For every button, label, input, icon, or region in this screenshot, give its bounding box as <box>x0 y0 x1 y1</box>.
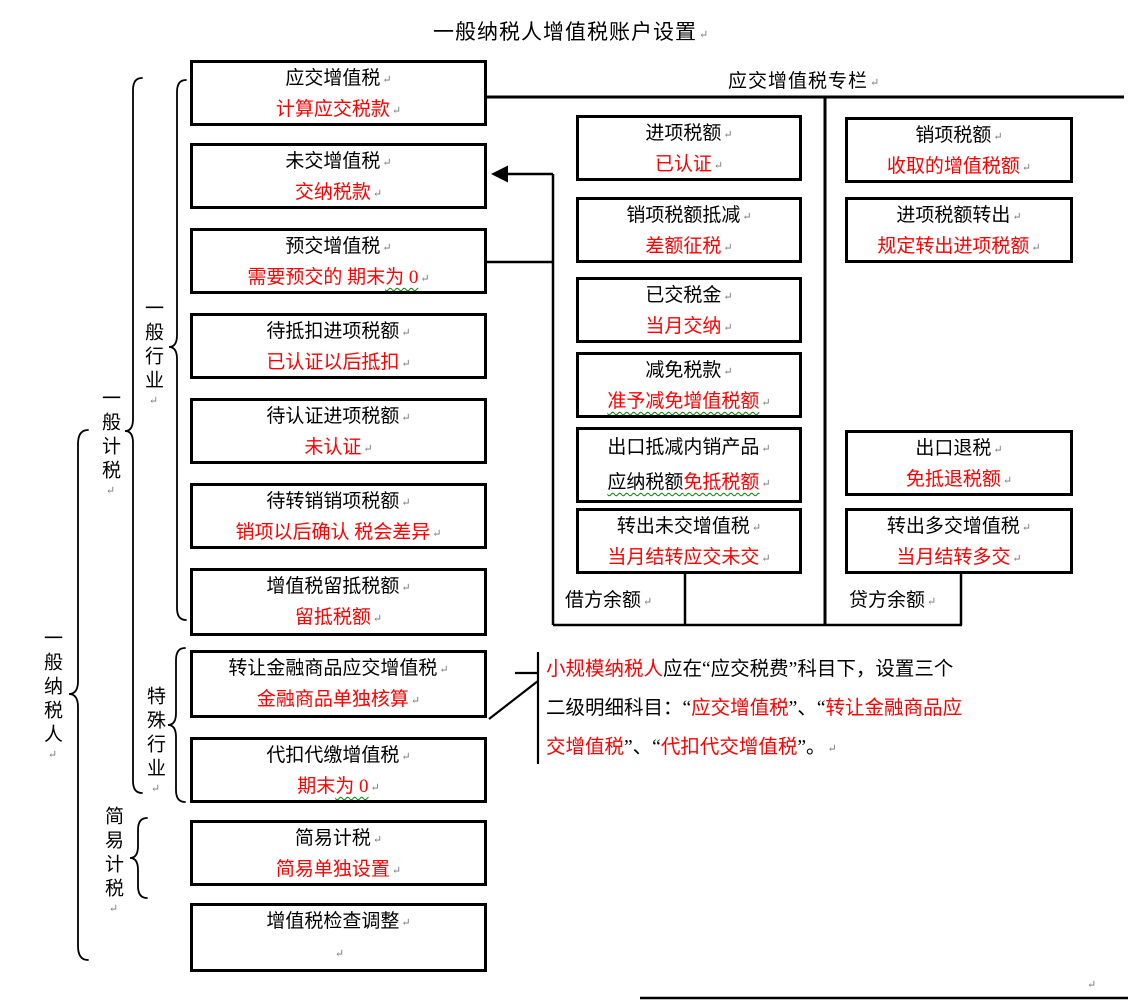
note-line-3: 交增值税”、“代扣代交增值税”。 <box>546 728 1046 769</box>
box-simple-method: 简易计税 简易单独设置 <box>190 820 487 886</box>
box-vat-credit-retained: 增值税留抵税额 留抵税额 <box>190 568 487 636</box>
note-slant <box>488 680 539 720</box>
side-label-general-industry: 一般行业 <box>139 298 166 412</box>
box-input-tax-to-certify: 待认证进项税额 未认证 <box>190 398 487 464</box>
t-account-header: 应交增值税专栏 <box>728 66 880 93</box>
box-prepaid-vat: 预交增值税 需要预交的 期末为 0 <box>190 228 487 294</box>
box-output-tax-to-transfer: 待转销销项税额 销项以后确认 税会差异 <box>190 483 487 549</box>
small-taxpayer-note: 小规模纳税人应在“应交税费”科目下，设置三个 二级明细科目：“应交增值税”、“转… <box>546 650 1046 769</box>
box-withholding-vat: 代扣代缴增值税 期末为 0 <box>190 737 487 803</box>
brace-general-taxpayer <box>68 429 89 961</box>
debit-balance-label: 借方余额 <box>565 585 652 612</box>
brace-general-industry <box>168 79 187 621</box>
box-tax-paid: 已交税金 当月交纳 <box>576 277 802 343</box>
box-output-tax: 销项税额 收取的增值税额 <box>845 117 1073 183</box>
brace-general-method <box>124 77 143 794</box>
side-label-general-method: 一般计税 <box>96 388 123 502</box>
note-line-1: 小规模纳税人应在“应交税费”科目下，设置三个 <box>546 659 954 680</box>
box-export-offset-domestic: 出口抵减内销产品 应纳税额免抵税额 <box>576 427 802 503</box>
box-input-tax-transfer-out: 进项税额转出 规定转出进项税额 <box>845 197 1073 263</box>
box-export-rebate: 出口退税 免抵退税额 <box>845 430 1073 496</box>
paragraph-mark <box>1085 978 1096 991</box>
box-input-tax-to-deduct: 待抵扣进项税额 已认证以后抵扣 <box>190 313 487 379</box>
box-tax-reduction: 减免税款 准予减免增值税额 <box>576 352 802 418</box>
credit-balance-label: 贷方余额 <box>849 585 936 612</box>
note-line-2: 二级明细科目：“应交增值税”、“转让金融商品应 <box>546 698 962 719</box>
brace-special-industry <box>167 647 186 803</box>
side-label-special-industry: 特殊行业 <box>141 686 168 800</box>
page-title: 一般纳税人增值税账户设置 <box>433 16 709 46</box>
side-label-general-taxpayer: 一般纳税人 <box>38 628 65 766</box>
box-transfer-unpaid-vat: 转出未交增值税 当月结转应交未交 <box>576 508 802 574</box>
box-financial-goods-vat: 转让金融商品应交增值税 金融商品单独核算 <box>190 650 487 718</box>
box-unpaid-vat: 未交增值税 交纳税款 <box>190 143 487 209</box>
box-vat-inspection-adjustment: 增值税检查调整 <box>190 903 487 972</box>
side-label-simple-method: 简易计税 <box>99 806 126 920</box>
brace-simple-method <box>129 817 148 899</box>
box-input-tax: 进项税额 已认证 <box>576 115 802 181</box>
box-transfer-overpaid-vat: 转出多交增值税 当月结转多交 <box>845 508 1073 574</box>
arrow-head <box>491 165 508 183</box>
box-output-tax-offset: 销项税额抵减 差额征税 <box>576 197 802 263</box>
box-vat-payable: 应交增值税 计算应交税款 <box>190 60 487 126</box>
